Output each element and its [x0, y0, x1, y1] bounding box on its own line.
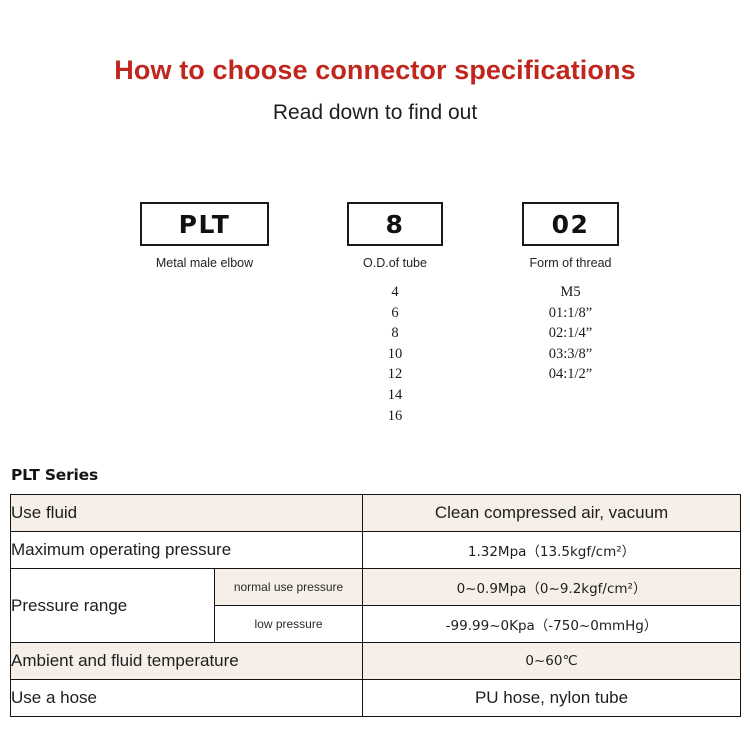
table-row: Maximum operating pressure 1.32Mpa（13.5k…	[9, 531, 742, 569]
spec-value-use-fluid: Clean compressed air, vacuum	[362, 494, 742, 532]
spec-value-max-operating-pressure: 1.32Mpa（13.5kgf/cm²）	[362, 531, 742, 569]
specification-table: Use fluid Clean compressed air, vacuum M…	[9, 494, 742, 717]
spec-value-low-pressure: -99.99~0Kpa（-750~0mmHg）	[362, 605, 742, 643]
table-row: low pressure -99.99~0Kpa（-750~0mmHg）	[10, 605, 742, 643]
code-column-tube-od: 8 O.D.of tube 4 6 8 10 12 14 16	[347, 202, 443, 426]
code-option: 14	[387, 386, 403, 403]
code-option: 6	[391, 304, 399, 321]
code-column-series: PLT Metal male elbow	[140, 202, 269, 282]
code-option: 10	[387, 345, 403, 362]
table-row: Use a hose PU hose, nylon tube	[9, 679, 742, 717]
table-row: Use fluid Clean compressed air, vacuum	[9, 494, 742, 532]
code-box-thread-value: 02	[551, 209, 590, 239]
page-title: How to choose connector specifications	[114, 55, 636, 85]
code-option: 4	[391, 284, 399, 300]
table-row: Pressure range normal use pressure 0~0.9…	[10, 568, 742, 643]
spec-value-use-a-hose: PU hose, nylon tube	[362, 679, 742, 717]
code-box-tube-od: 8	[347, 202, 443, 246]
part-code-builder: PLT Metal male elbow 8 O.D.of tube 4 6 8…	[0, 202, 750, 452]
code-caption-thread: Form of thread	[529, 256, 612, 270]
code-caption-series: Metal male elbow	[155, 256, 254, 270]
spec-label-pressure-range: Pressure range	[10, 568, 215, 643]
spec-sublabel-normal-use-pressure: normal use pressure	[213, 568, 364, 606]
code-option: 04:1/2”	[548, 366, 593, 383]
spec-label-ambient-fluid-temperature: Ambient and fluid temperature	[9, 642, 364, 680]
spec-label-use-fluid: Use fluid	[9, 494, 364, 532]
series-heading: PLT Series	[11, 466, 99, 484]
code-option: 16	[387, 407, 403, 424]
code-options-thread: M5 01:1/8” 02:1/4” 03:3/8” 04:1/2”	[522, 282, 619, 385]
code-box-series: PLT	[140, 202, 269, 246]
code-box-series-value: PLT	[178, 209, 231, 239]
spec-label-max-operating-pressure: Maximum operating pressure	[9, 531, 364, 569]
code-box-thread: 02	[522, 202, 619, 246]
table-row: Ambient and fluid temperature 0~60℃	[9, 642, 742, 680]
code-option: 12	[387, 366, 403, 383]
code-option: 8	[391, 325, 399, 342]
page-subtitle: Read down to find out	[272, 101, 478, 124]
code-option: 03:3/8”	[548, 345, 593, 362]
code-option: M5	[560, 284, 581, 300]
spec-label-use-a-hose: Use a hose	[9, 679, 364, 717]
code-option: 02:1/4”	[548, 325, 593, 342]
code-option: 01:1/8”	[548, 304, 593, 321]
spec-value-ambient-fluid-temperature: 0~60℃	[362, 642, 742, 680]
spec-sublabel-low-pressure: low pressure	[213, 605, 364, 643]
code-options-tube-od: 4 6 8 10 12 14 16	[347, 282, 443, 426]
code-caption-tube-od: O.D.of tube	[363, 256, 427, 270]
code-column-thread: 02 Form of thread M5 01:1/8” 02:1/4” 03:…	[522, 202, 619, 385]
code-box-tube-od-value: 8	[385, 209, 405, 239]
spec-value-normal-use-pressure: 0~0.9Mpa（0~9.2kgf/cm²）	[362, 568, 742, 606]
